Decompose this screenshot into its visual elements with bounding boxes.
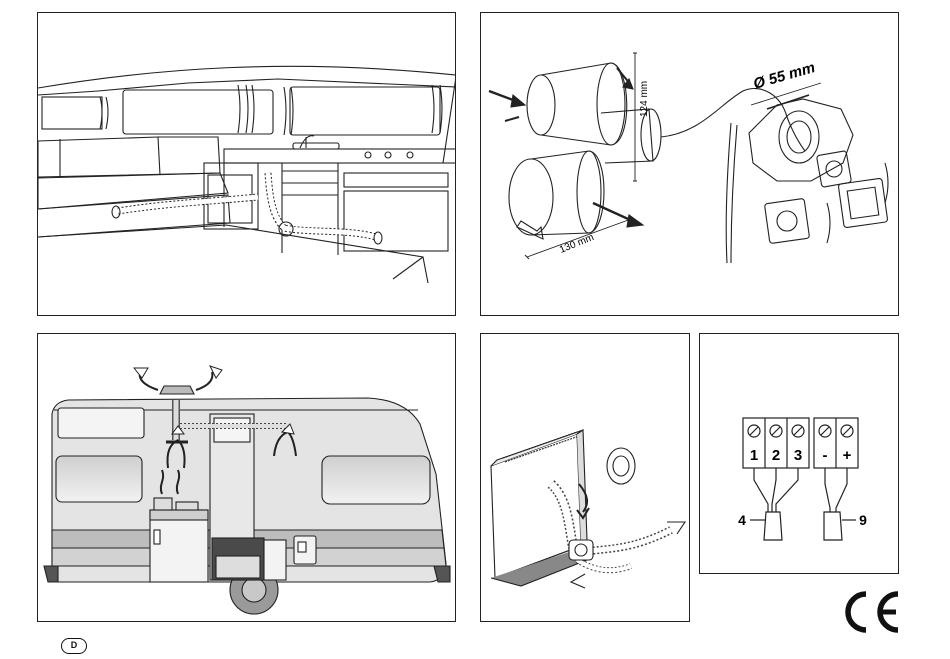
ce-mark-icon <box>838 590 902 634</box>
caravan-exterior-panel <box>37 333 456 622</box>
terminal-label-minus: - <box>823 447 828 464</box>
wiring-terminals-panel: 1 2 3 - + 4 9 <box>699 333 899 574</box>
wiring-diagram: 1 2 3 - + 4 9 <box>700 334 899 574</box>
language-badge: D <box>61 638 87 654</box>
terminal-label-3: 3 <box>794 447 802 464</box>
heater-ducting-panel <box>480 333 690 622</box>
interior-ducting-illustration <box>38 13 456 316</box>
interior-ducting-panel <box>37 12 456 316</box>
height-label: 124 mm <box>639 81 650 117</box>
caravan-exterior-illustration <box>38 334 456 622</box>
heater-ducting-illustration <box>481 334 690 622</box>
terminal-label-plus: + <box>843 447 852 464</box>
wire-label-9: 9 <box>859 512 867 528</box>
blower-dimensions-illustration: Ø 55 mm 124 mm 130 mm <box>481 13 899 316</box>
depth-label: 130 mm <box>558 232 596 256</box>
terminal-label-2: 2 <box>772 447 780 464</box>
wire-label-4: 4 <box>738 512 746 528</box>
blower-dimensions-panel: Ø 55 mm 124 mm 130 mm <box>480 12 899 316</box>
terminal-label-1: 1 <box>750 447 758 464</box>
